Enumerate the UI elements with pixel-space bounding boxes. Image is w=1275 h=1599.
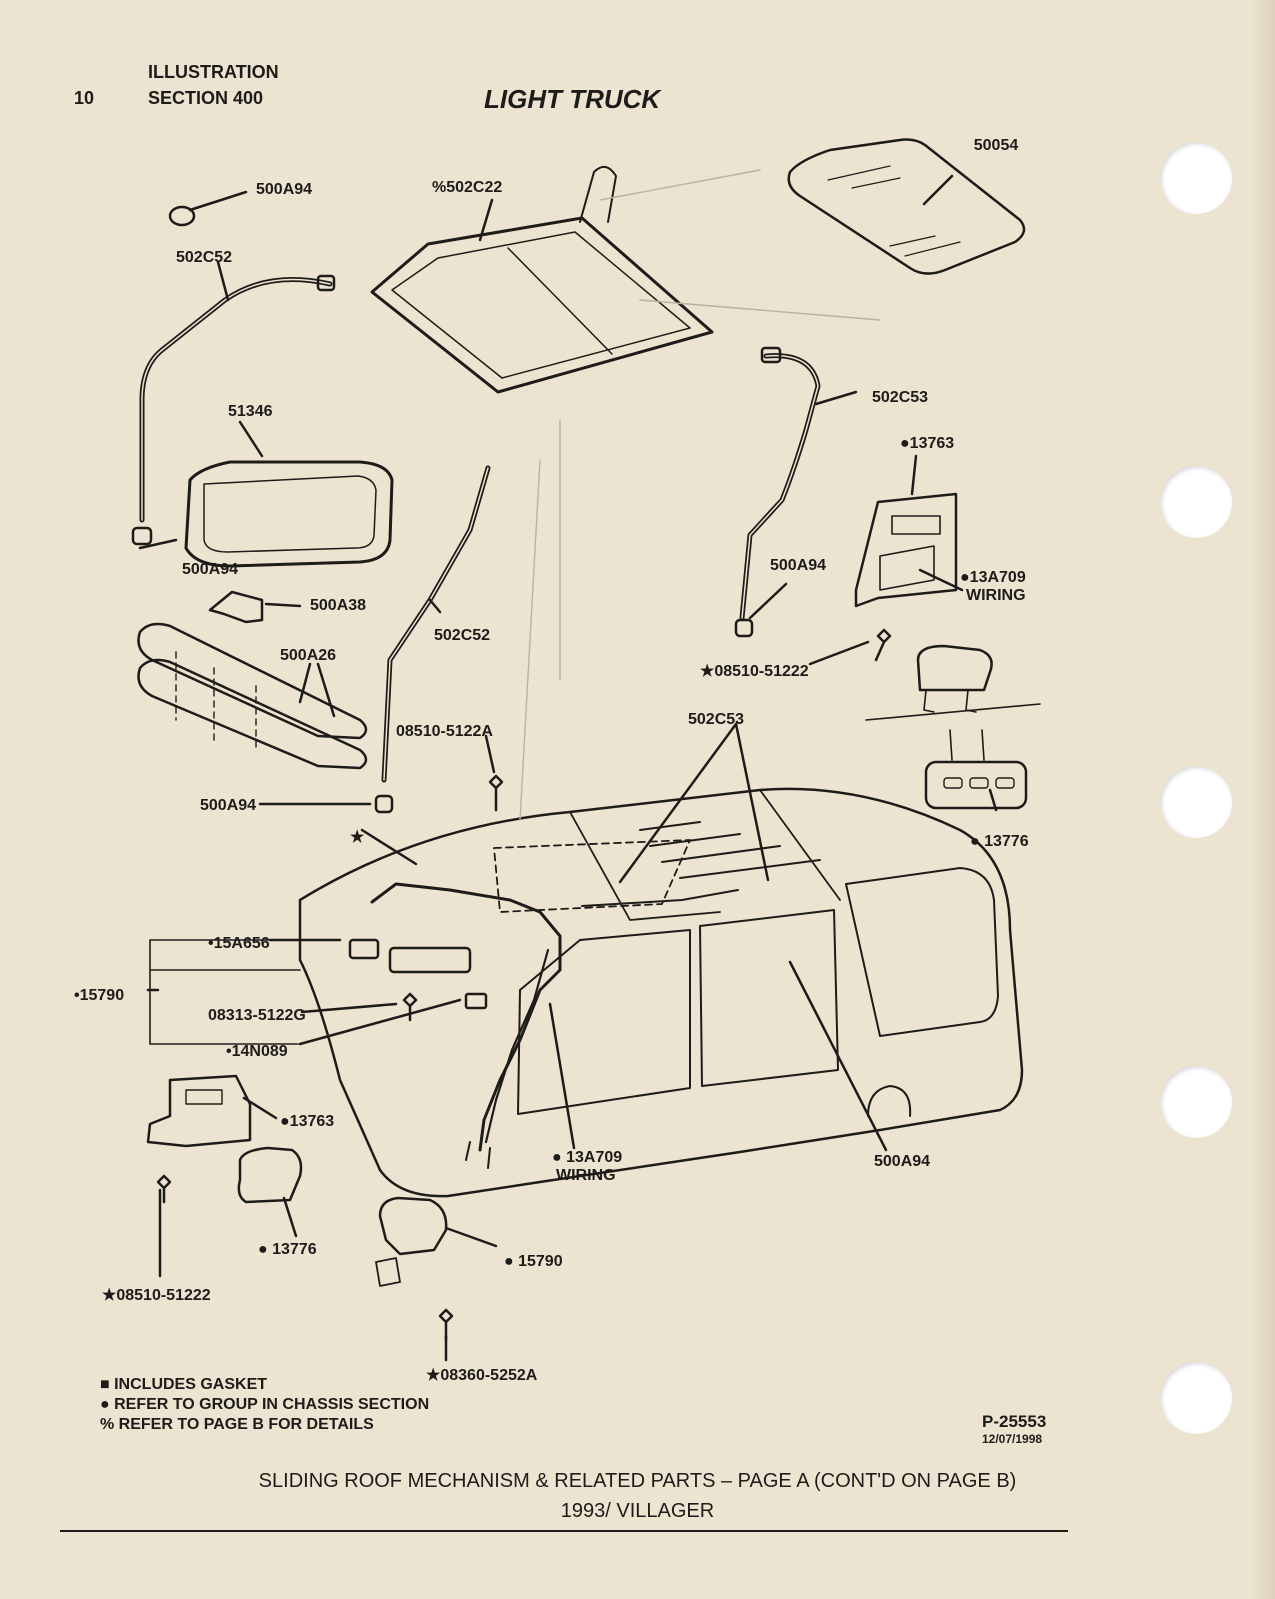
binder-hole-4 — [1160, 1066, 1232, 1138]
callout-star: ★ — [350, 829, 365, 846]
callout-08510-51222-right: ★08510-51222 — [700, 663, 809, 680]
callout-500a94-lower: 500A94 — [200, 797, 256, 814]
bracket-500a38 — [208, 590, 264, 624]
roof-seal — [184, 460, 394, 568]
sunroof-frame — [370, 216, 714, 394]
page-title: LIGHT TRUCK — [484, 84, 661, 114]
callout-13763-bottom: ●13763 — [280, 1113, 334, 1130]
lamp-13776-bottom — [237, 1146, 303, 1204]
reference-date: 12/07/1998 — [982, 1432, 1043, 1446]
caption-line2: 1993/ VILLAGER — [560, 1500, 715, 1522]
callout-13a709-bottom: ● 13A709 — [552, 1149, 622, 1166]
callout-15790-left: •15790 — [74, 987, 124, 1004]
lamp-13776-top — [916, 644, 993, 692]
console-13763-top — [854, 492, 958, 608]
glass-panel — [787, 138, 1026, 275]
callout-500a26: 500A26 — [280, 647, 336, 664]
callout-51346: 51346 — [228, 403, 273, 420]
legend-chassis: ● REFER TO GROUP IN CHASSIS SECTION — [100, 1396, 430, 1413]
callout-13a709-top: ●13A709 — [960, 569, 1026, 586]
page-edge — [1251, 0, 1275, 1599]
lamp-13776-right — [924, 760, 1028, 810]
callout-13776-right: ● 13776 — [970, 833, 1029, 850]
callout-502c52-mid: 502C52 — [434, 627, 490, 644]
binder-hole-3 — [1160, 766, 1232, 838]
grommet-500a94-right — [734, 618, 754, 638]
grommet-500a94-top — [168, 205, 196, 227]
callout-14n089: •14N089 — [226, 1043, 288, 1060]
deflector-rail-upper — [137, 622, 368, 740]
callout-502c52-left: 502C52 — [176, 249, 232, 266]
callout-13776-bottom: ● 13776 — [258, 1241, 317, 1258]
console-13763-bottom — [146, 1074, 252, 1148]
header-illustration: ILLUSTRATION — [148, 62, 279, 82]
vehicle-body — [298, 787, 1024, 1198]
callout-13a709-top-wiring: WIRING — [966, 587, 1026, 604]
callout-08510-5122a: 08510-5122A — [396, 723, 493, 740]
legend-page-b: % REFER TO PAGE B FOR DETAILS — [100, 1416, 374, 1433]
header-section: SECTION 400 — [148, 88, 264, 108]
callout-500a94-top: 500A94 — [256, 181, 312, 198]
callout-500a94-bottom: 500A94 — [874, 1153, 930, 1170]
callout-13763-top: ●13763 — [900, 435, 954, 452]
grommet-500a94-left — [131, 526, 153, 546]
binder-hole-5 — [1160, 1362, 1232, 1434]
callout-08510-51222-bottom: ★08510-51222 — [102, 1287, 211, 1304]
callout-08360-5252a: ★08360-5252A — [426, 1367, 538, 1384]
callout-50054: 50054 — [974, 137, 1019, 154]
connector-15a656 — [348, 938, 380, 960]
callout-502c22: %502C22 — [432, 179, 502, 196]
callout-502c53-right: 502C53 — [872, 389, 928, 406]
binder-hole-1 — [1160, 142, 1232, 214]
callout-502c53-mid: 502C53 — [688, 711, 744, 728]
legend-gasket: ■ INCLUDES GASKET — [100, 1376, 268, 1393]
drain-tube-right — [739, 353, 821, 621]
reference-code: P-25553 — [982, 1412, 1047, 1431]
caption-line1: SLIDING ROOF MECHANISM & RELATED PARTS –… — [258, 1470, 1017, 1492]
motor-15790 — [378, 1196, 448, 1256]
deflector-rail-lower — [137, 658, 368, 770]
callout-13a709-bottom-wiring: WIRING — [556, 1167, 616, 1184]
wiring-harness — [370, 882, 562, 1152]
callout-15790-bottom: ● 15790 — [504, 1253, 563, 1270]
callout-500a94-right: 500A94 — [770, 557, 826, 574]
callout-08313-5122g: 08313-5122G — [208, 1007, 306, 1024]
page-number: 10 — [74, 88, 95, 108]
grommet-500a94-lower — [374, 794, 394, 814]
callout-500a38: 500A38 — [310, 597, 366, 614]
drain-tube-left — [139, 277, 333, 523]
callout-500a94-left: 500A94 — [182, 561, 238, 578]
callout-15a656: •15A656 — [208, 935, 270, 952]
binder-hole-2 — [1160, 466, 1232, 538]
footer-rule — [60, 1530, 1068, 1532]
